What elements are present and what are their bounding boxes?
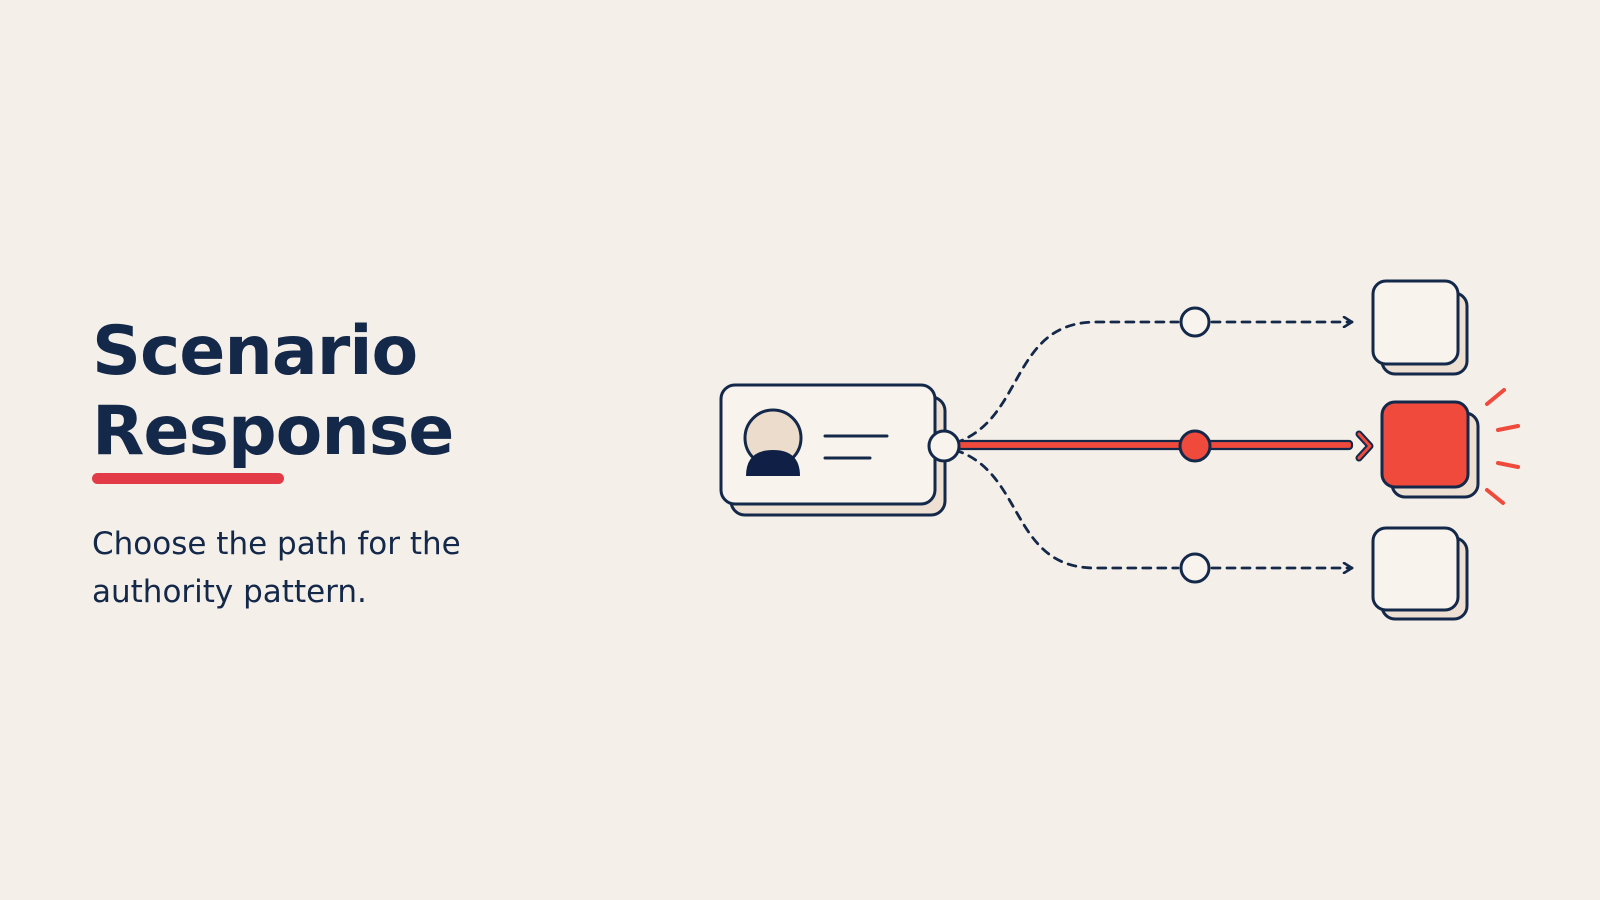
- path-top: [953, 306, 1354, 445]
- alert-burst-icon: [1485, 388, 1520, 505]
- junction-node: [927, 429, 961, 463]
- title-underline: [92, 473, 284, 484]
- path-bottom: [953, 448, 1354, 584]
- path-bottom-node: [1179, 552, 1211, 584]
- slide-title-line-1: Scenario: [92, 312, 418, 391]
- person-card: [719, 383, 947, 517]
- slide-subtitle-line-1: Choose the path for the: [92, 526, 461, 562]
- target-box-selected: [1380, 400, 1480, 499]
- path-top-node: [1179, 306, 1211, 338]
- person-avatar-icon: [743, 408, 803, 476]
- target-box-bottom: [1371, 526, 1469, 621]
- slide-subtitle-line-2: authority pattern.: [92, 574, 367, 610]
- slide-subtitle: Choose the path for the authority patter…: [92, 520, 532, 616]
- path-middle-node: [1178, 429, 1212, 463]
- path-middle-selected: [956, 429, 1374, 463]
- text-lines-icon: [823, 434, 889, 460]
- slide-title-line-2: Response: [92, 392, 454, 471]
- target-box-top: [1371, 279, 1469, 376]
- slide-title: Scenario Response: [92, 312, 454, 472]
